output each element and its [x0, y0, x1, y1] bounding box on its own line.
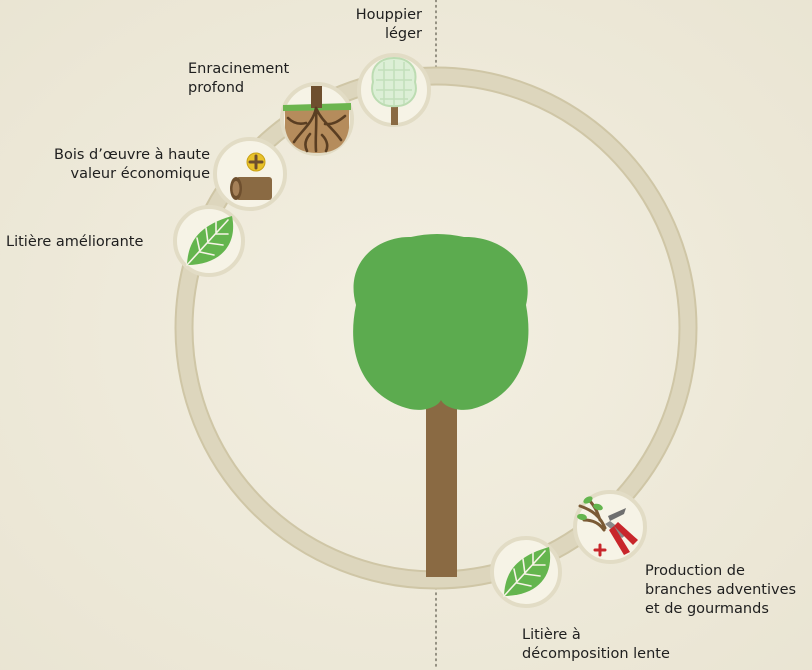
- improving-litter-label: Litière améliorante: [6, 233, 171, 252]
- light-crown-badge: [359, 55, 429, 125]
- improving-litter-badge: [175, 207, 243, 275]
- light-crown-label: Houppier léger: [330, 6, 422, 44]
- timber-label: Bois d’œuvre à haute valeur économique: [20, 146, 210, 184]
- deep-roots-label: Enracinement profond: [188, 60, 318, 98]
- tree-crown: [353, 234, 528, 410]
- slow-litter-label: Litière à décomposition lente: [522, 626, 692, 664]
- epicormic-branches-badge: [575, 492, 645, 562]
- timber-badge: [215, 139, 285, 209]
- timber-log-icon: [230, 177, 272, 200]
- plus-icon: [247, 153, 265, 171]
- tree-trunk: [426, 392, 457, 577]
- epicormic-branches-label: Production de branches adventives et de …: [645, 562, 807, 619]
- slow-litter-badge: [492, 538, 560, 606]
